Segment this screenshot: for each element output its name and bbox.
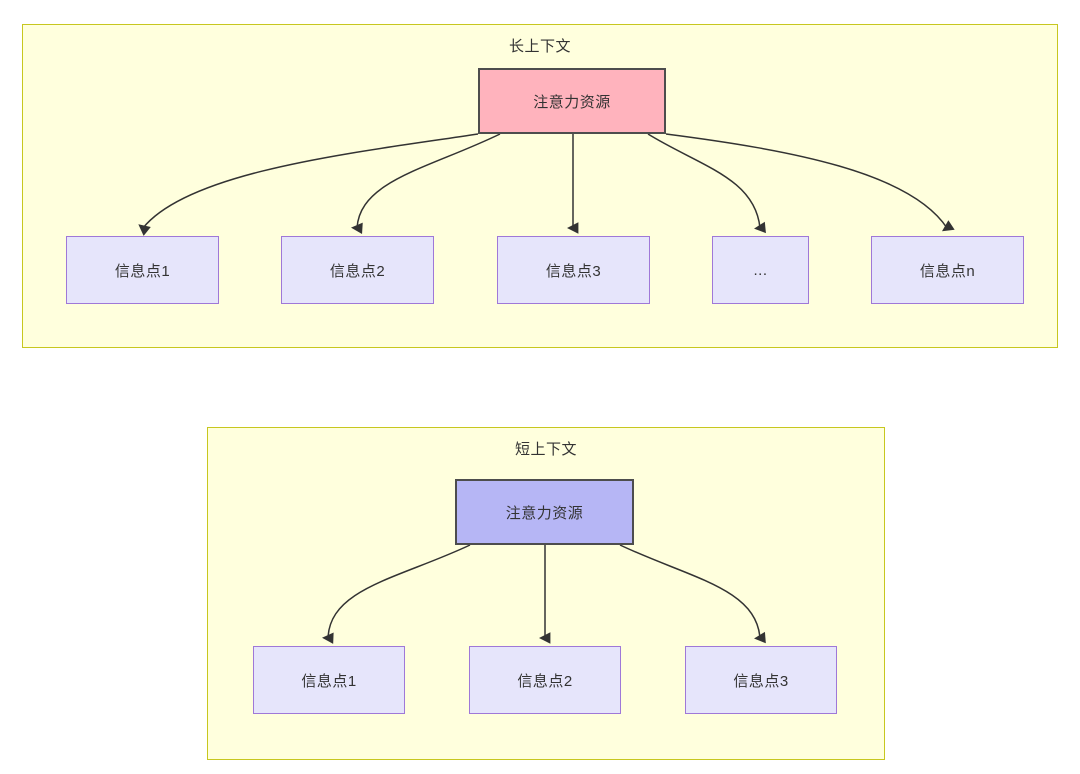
node-label: 信息点1	[114, 262, 171, 280]
node-label: 注意力资源	[505, 504, 584, 522]
node-label: 信息点3	[545, 262, 602, 280]
node-label: 注意力资源	[533, 93, 611, 111]
panel-short-context-title: 短上下文	[514, 441, 577, 458]
node-label: 信息点2	[329, 262, 386, 280]
panel-long-context-title: 长上下文	[508, 38, 571, 55]
node-info-point-1-long[interactable]: 信息点1	[66, 236, 219, 304]
node-info-point-3-short[interactable]: 信息点3	[685, 646, 837, 714]
node-info-ellipsis-long[interactable]: ...	[712, 236, 809, 304]
node-label: 信息点3	[733, 672, 789, 690]
node-label: ...	[753, 261, 768, 279]
node-attention-resource-long[interactable]: 注意力资源	[478, 68, 666, 134]
node-label: 信息点1	[301, 672, 357, 690]
node-label: 信息点n	[919, 262, 976, 280]
node-info-point-2-long[interactable]: 信息点2	[281, 236, 434, 304]
node-attention-resource-short[interactable]: 注意力资源	[455, 479, 634, 545]
node-label: 信息点2	[517, 672, 573, 690]
node-info-point-2-short[interactable]: 信息点2	[469, 646, 621, 714]
node-info-point-1-short[interactable]: 信息点1	[253, 646, 405, 714]
node-info-point-n-long[interactable]: 信息点n	[871, 236, 1024, 304]
node-info-point-3-long[interactable]: 信息点3	[497, 236, 650, 304]
